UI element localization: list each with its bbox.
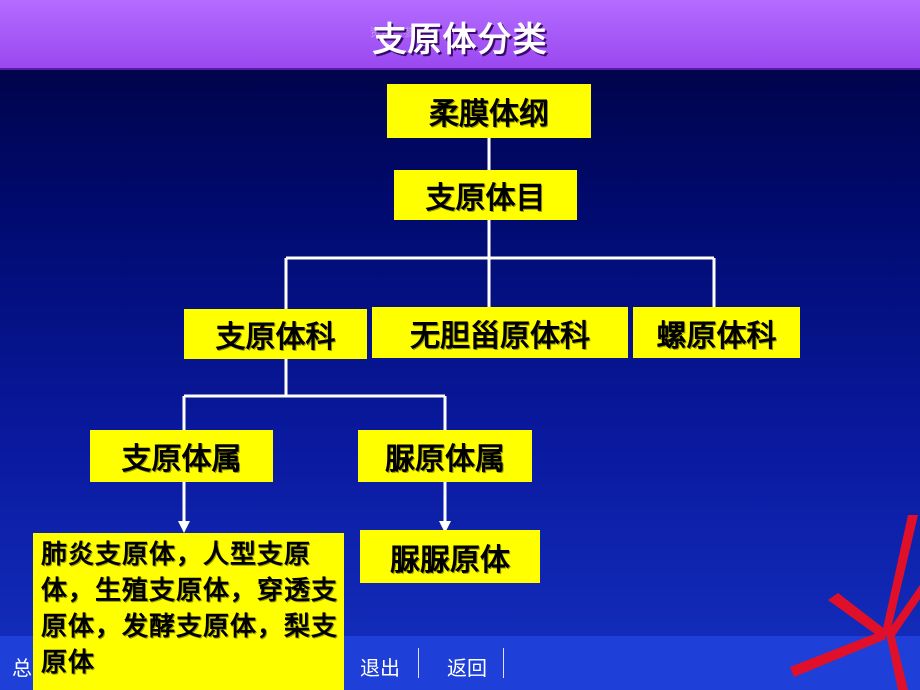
nav-separator: [418, 648, 419, 678]
nav-exit-link[interactable]: 退出: [360, 656, 400, 680]
arrowhead-1: [178, 521, 190, 533]
nav-back-link[interactable]: 返回: [447, 656, 487, 680]
red-star-decoration-icon: [790, 515, 920, 690]
nav-separator: [503, 648, 504, 678]
node-order-label: 支原体目: [425, 181, 546, 216]
arrowhead-2: [439, 521, 451, 533]
watermark-text: 资料…参…: [370, 26, 425, 39]
node-genus-mycoplasma: 支原体属: [90, 430, 273, 482]
node-family-acholeplasmataceae: 无胆甾原体科: [372, 307, 628, 358]
nav-summary-link[interactable]: 总: [12, 656, 32, 680]
title-bar: 资料…参… 支原体分类: [0, 0, 920, 70]
node-class-label: 柔膜体纲: [429, 97, 549, 132]
node-family-label: 螺原体科: [656, 318, 777, 354]
species-label: 脲脲原体: [390, 542, 510, 578]
slide-title: 支原体分类: [372, 20, 548, 60]
node-genus-label: 支原体属: [121, 442, 242, 477]
node-family-label: 无胆甾原体科: [410, 318, 590, 354]
node-family-mycoplasmataceae: 支原体科: [184, 309, 367, 359]
node-order: 支原体目: [394, 170, 577, 220]
node-genus-ureaplasma: 脲原体属: [358, 430, 532, 482]
species-list-text: 肺炎支原体，人型支原体，生殖支原体，穿透支原体，发酵支原体，梨支原体: [41, 540, 339, 678]
node-class: 柔膜体纲: [387, 84, 591, 138]
node-family-label: 支原体科: [215, 320, 336, 355]
node-family-spiroplasmataceae: 螺原体科: [633, 307, 800, 358]
node-genus-label: 脲原体属: [385, 442, 505, 477]
node-ureaplasma-species: 脲脲原体: [360, 530, 540, 583]
node-mycoplasma-species: 肺炎支原体，人型支原体，生殖支原体，穿透支原体，发酵支原体，梨支原体: [33, 533, 344, 690]
